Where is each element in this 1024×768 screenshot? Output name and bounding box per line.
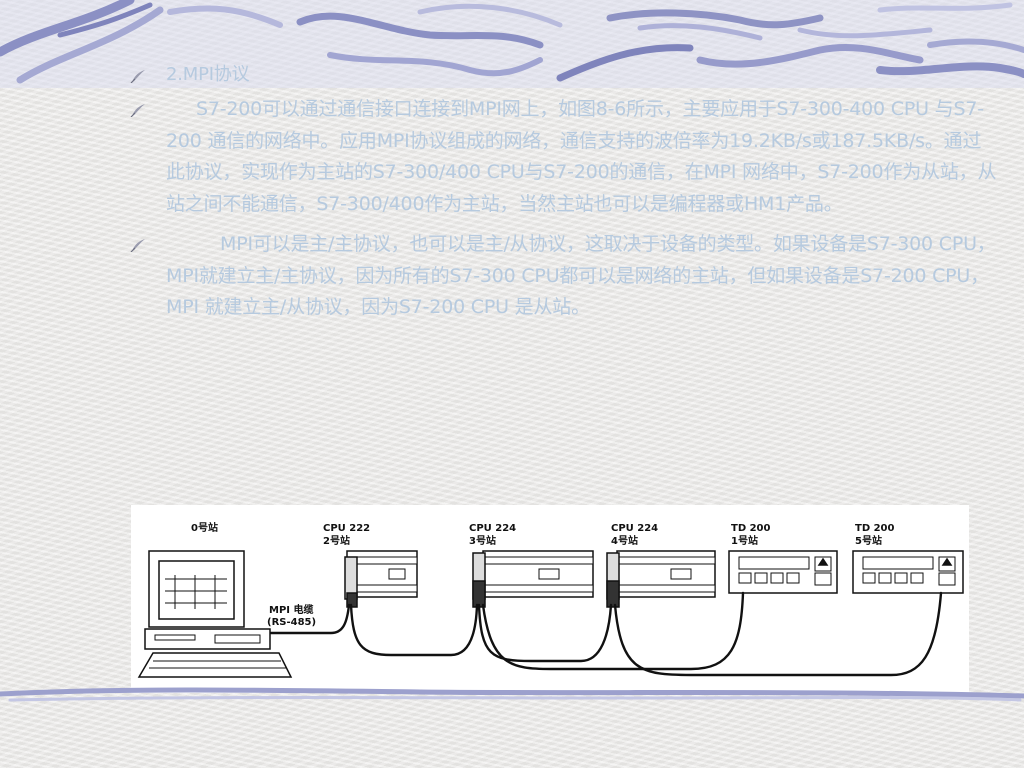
paragraph-1: S7-200可以通过通信接口连接到MPI网上，如图8-6所示，主要应用于S7-3… <box>166 98 997 215</box>
plc-cpu-222 <box>344 550 418 608</box>
mpi-cable <box>269 591 943 677</box>
device-1-station: 2号站 <box>323 534 350 547</box>
device-3-station: 4号站 <box>611 534 638 547</box>
paragraph-text: MPI可以是主/主协议，也可以是主/从协议，这取决于设备的类型。如果设备是S7-… <box>166 229 1000 324</box>
bullet-item-paragraph-2: MPI可以是主/主协议，也可以是主/从协议，这取决于设备的类型。如果设备是S7-… <box>130 229 1000 324</box>
station-0-label: 0号站 <box>191 521 218 534</box>
paragraph-text: S7-200可以通过通信接口连接到MPI网上，如图8-6所示，主要应用于S7-3… <box>166 94 1000 220</box>
td-200-b <box>852 550 964 594</box>
quill-bullet-icon <box>130 104 145 117</box>
pc-workstation <box>137 550 293 678</box>
bullet-item-title: 2.MPI协议 <box>130 60 1000 90</box>
bullet-list: 2.MPI协议 S7-200可以通过通信接口连接到MPI网上，如图8-6所示，主… <box>130 60 1000 324</box>
device-2-model: CPU 224 <box>469 523 516 534</box>
paragraph-2: MPI可以是主/主协议，也可以是主/从协议，这取决于设备的类型。如果设备是S7-… <box>166 233 996 318</box>
section-heading: 2.MPI协议 <box>166 64 250 85</box>
quill-bullet-icon <box>130 239 145 252</box>
device-3-model: CPU 224 <box>611 523 658 534</box>
bottom-wave-decoration <box>0 687 1024 702</box>
bullet-item-paragraph-1: S7-200可以通过通信接口连接到MPI网上，如图8-6所示，主要应用于S7-3… <box>130 94 1000 220</box>
cable-label-line1: MPI 电缆 <box>269 603 313 616</box>
device-4-model: TD 200 <box>731 523 771 534</box>
device-2-station: 3号站 <box>469 534 496 547</box>
device-5-station: 5号站 <box>855 534 882 547</box>
td-200-a <box>728 550 838 594</box>
device-5-model: TD 200 <box>855 523 895 534</box>
device-1-model: CPU 222 <box>323 523 370 534</box>
quill-bullet-icon <box>130 70 145 83</box>
diagram-canvas: 0号站 CPU 222 2号站 CPU 224 3号站 CPU 224 4号站 … <box>137 521 964 678</box>
cable-label-line2: (RS-485) <box>267 617 316 628</box>
top-wave-decoration <box>0 0 1024 88</box>
plc-cpu-224-b <box>606 550 716 608</box>
device-4-station: 1号站 <box>731 534 758 547</box>
plc-cpu-224-a <box>472 550 594 608</box>
mpi-network-diagram: 0号站 CPU 222 2号站 CPU 224 3号站 CPU 224 4号站 … <box>131 505 969 693</box>
